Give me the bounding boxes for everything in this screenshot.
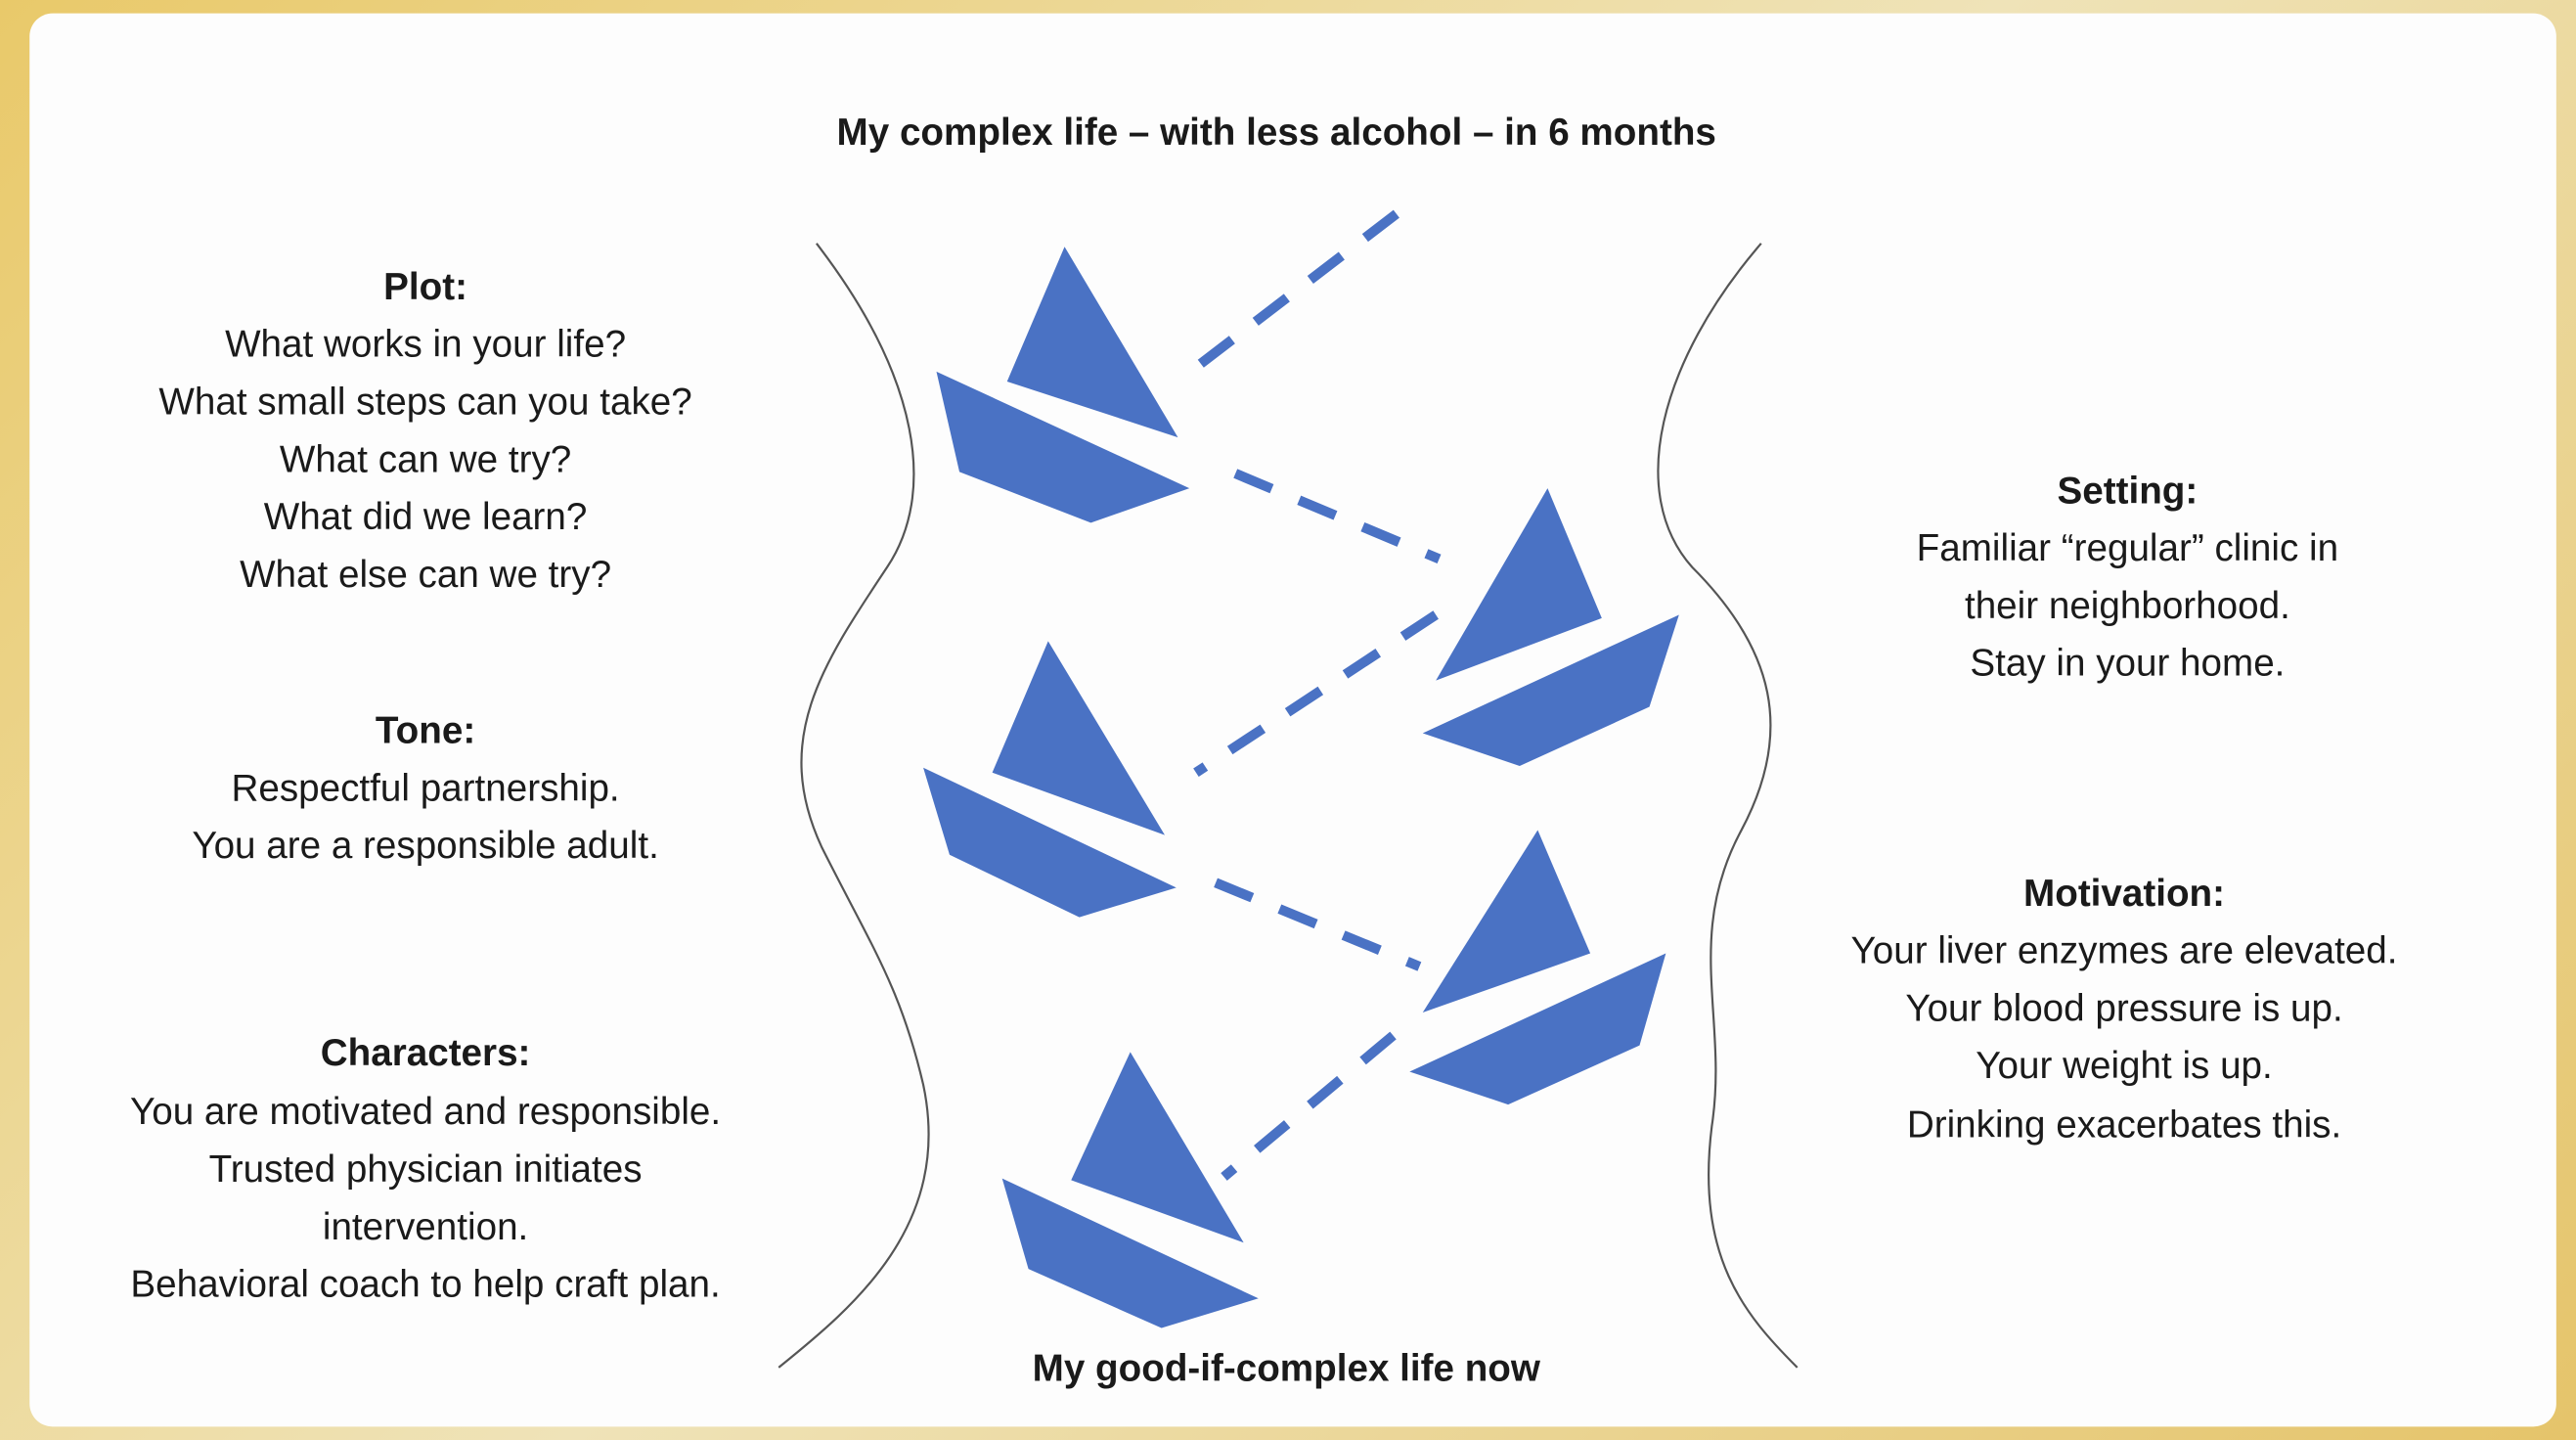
title-bottom: My good-if-complex life now — [1033, 1347, 1541, 1389]
slide-panel — [29, 13, 2556, 1427]
plot-line: What did we learn? — [264, 496, 588, 538]
boat-icon — [936, 247, 1190, 523]
right-river-bank — [1657, 243, 1799, 1369]
tone-section: Tone: Respectful partnership. You are a … — [192, 710, 658, 868]
dashed-path — [1182, 209, 1442, 1181]
plot-heading: Plot: — [383, 266, 467, 308]
plot-line: What small steps can you take? — [158, 382, 691, 424]
characters-line: You are motivated and responsible. — [130, 1091, 721, 1133]
characters-line: Behavioral coach to help craft plan. — [130, 1264, 720, 1306]
path-segment — [1233, 469, 1442, 564]
boat-icon — [1409, 830, 1666, 1105]
setting-line: Stay in your home. — [1970, 643, 2285, 685]
boat-icon — [1001, 1052, 1259, 1328]
setting-line: their neighborhood. — [1965, 585, 2290, 627]
path-segment — [1193, 610, 1439, 777]
tone-line: Respectful partnership. — [231, 767, 619, 809]
motivation-line: Your weight is up. — [1976, 1045, 2272, 1087]
boat-icon — [923, 641, 1177, 918]
motivation-line: Drinking exacerbates this. — [1907, 1104, 2341, 1147]
motivation-line: Your blood pressure is up. — [1905, 987, 2342, 1029]
motivation-section: Motivation: Your liver enzymes are eleva… — [1851, 873, 2398, 1147]
path-segment — [1214, 878, 1422, 971]
tone-line: You are a responsible adult. — [192, 825, 658, 867]
characters-line: Trusted physician initiates — [209, 1148, 643, 1191]
left-river-bank — [777, 243, 930, 1369]
setting-line: Familiar “regular” clinic in — [1917, 527, 2338, 569]
motivation-line: Your liver enzymes are elevated. — [1851, 930, 2398, 972]
path-segment — [1221, 1031, 1397, 1181]
characters-line: intervention. — [323, 1206, 528, 1248]
plot-line: What works in your life? — [225, 324, 626, 366]
title-top: My complex life – with less alcohol – in… — [837, 112, 1716, 154]
motivation-heading: Motivation: — [2023, 873, 2225, 915]
tone-heading: Tone: — [376, 710, 475, 752]
plot-section: Plot: What works in your life? What smal… — [158, 266, 691, 596]
boat-icon — [1422, 488, 1679, 767]
plot-line: What can we try? — [280, 438, 571, 480]
characters-section: Characters: You are motivated and respon… — [130, 1032, 721, 1306]
path-segment — [1182, 209, 1399, 380]
characters-heading: Characters: — [321, 1032, 531, 1074]
setting-section: Setting: Familiar “regular” clinic in th… — [1917, 470, 2338, 684]
plot-line: What else can we try? — [240, 554, 611, 596]
setting-heading: Setting: — [2058, 470, 2198, 512]
